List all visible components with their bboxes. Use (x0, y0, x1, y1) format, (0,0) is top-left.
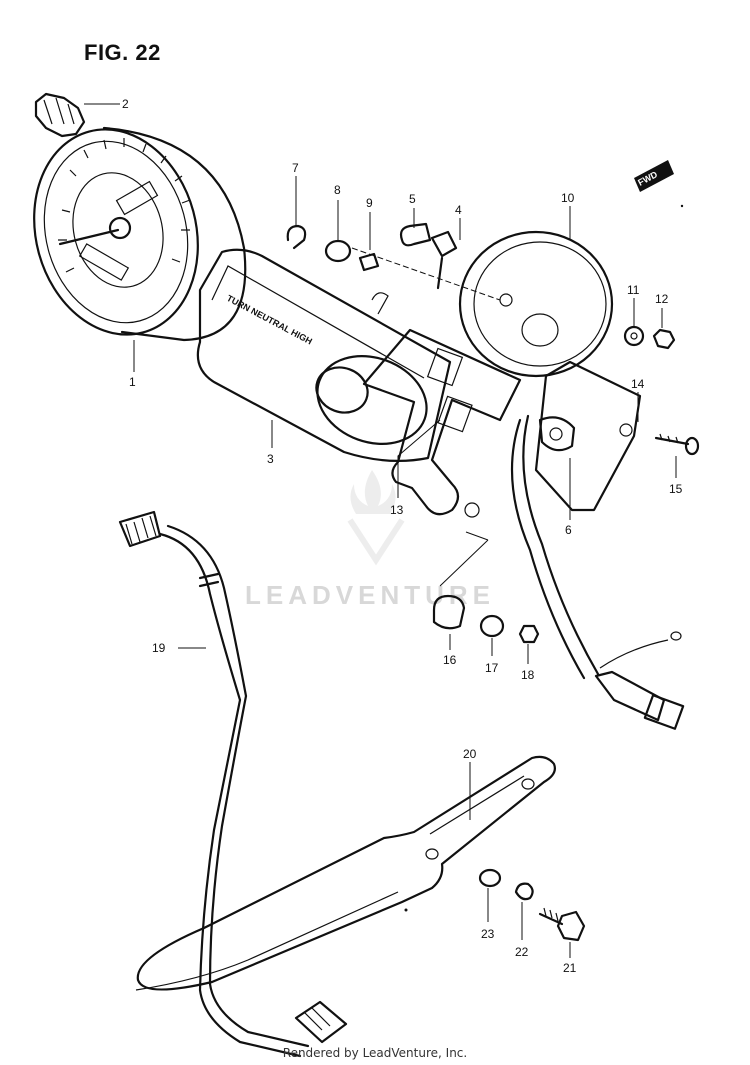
footer-credit: Rendered by LeadVenture, Inc. (282, 1046, 468, 1060)
callout-17: 17 (485, 661, 499, 675)
callout-20: 20 (463, 747, 477, 761)
part-18-nut (518, 624, 540, 644)
part-1-speedometer (33, 126, 247, 342)
part-12-nut (652, 328, 676, 350)
callout-19: 19 (152, 641, 166, 655)
part-11-washer-hole (630, 332, 638, 340)
wiring-harness (510, 414, 685, 730)
callout-9: 9 (366, 196, 373, 210)
callout-7: 7 (292, 161, 299, 175)
callout-15: 15 (669, 482, 683, 496)
callout-23: 23 (481, 927, 495, 941)
callout-11: 11 (627, 283, 640, 297)
part-7-clip (286, 224, 307, 250)
part-15-bolt (654, 433, 700, 456)
watermark-logo (347, 470, 405, 566)
part-21-bolt (538, 907, 586, 942)
callout-4: 4 (455, 203, 462, 217)
callout-1: 1 (129, 375, 136, 389)
part-6-socket (538, 416, 576, 452)
part-14-back-plate (534, 360, 642, 512)
callout-10: 10 (561, 191, 575, 205)
part-11-washer (623, 325, 645, 347)
callout-16: 16 (443, 653, 457, 667)
stray-dot (404, 908, 408, 912)
figure-title: FIG. 22 (84, 40, 161, 65)
part-8-grommet (324, 239, 352, 263)
callout-14: 14 (631, 377, 645, 391)
callout-5: 5 (409, 192, 416, 206)
callout-18: 18 (521, 668, 535, 682)
part-17-washer (479, 614, 505, 638)
callout-labels: 2 1 3 4 5 6 7 8 9 10 11 12 13 14 15 16 1… (122, 97, 683, 975)
callout-12: 12 (655, 292, 669, 306)
callout-21: 21 (563, 961, 577, 975)
housing-label: TURN NEUTRAL HIGH (225, 293, 314, 347)
stray-dot (680, 204, 684, 208)
part-10-meter-case (458, 230, 614, 378)
callout-22: 22 (515, 945, 529, 959)
part-13-bracket (362, 292, 522, 518)
callout-8: 8 (334, 183, 341, 197)
part-3-indicator-housing: TURN NEUTRAL HIGH (196, 248, 452, 462)
callout-leaders (84, 103, 677, 958)
callout-2: 2 (122, 97, 129, 111)
fwd-direction-badge: FWD (634, 160, 674, 192)
part-16-grommet (432, 594, 466, 630)
callout-13: 13 (390, 503, 404, 517)
part-22-lock-washer (514, 882, 534, 901)
part-9-spacer (358, 252, 380, 272)
callout-6: 6 (565, 523, 572, 537)
callout-3: 3 (267, 452, 274, 466)
part-20-mounting-strap (135, 755, 556, 991)
part-19-speedometer-cable (118, 510, 348, 1058)
part-5-bulb (399, 222, 432, 247)
part-2-cable-nut (34, 92, 86, 138)
part-23-washer (478, 868, 502, 888)
